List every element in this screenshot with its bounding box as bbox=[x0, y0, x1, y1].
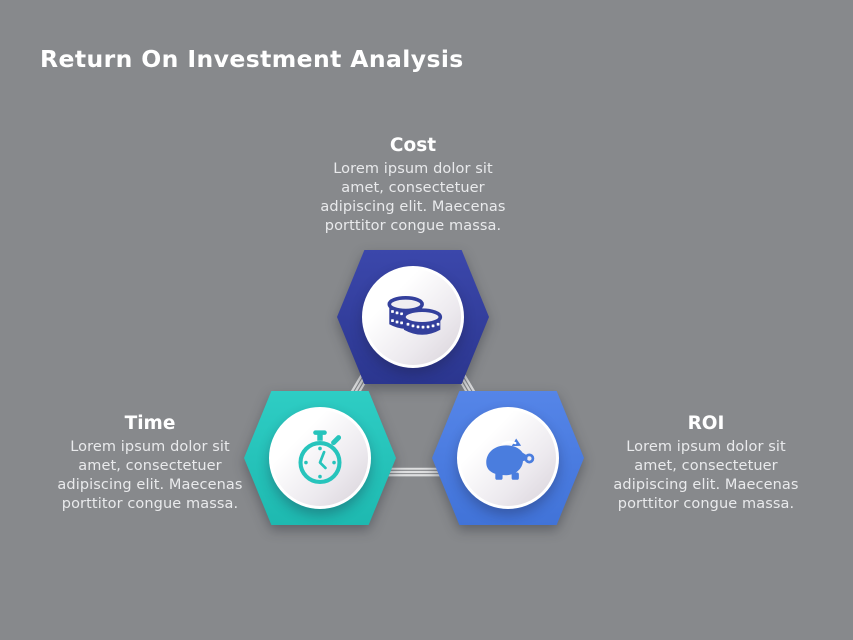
cost-hexagon bbox=[337, 250, 489, 384]
roi-description: Lorem ipsum dolor sit amet, consectetuer… bbox=[613, 439, 799, 512]
roi-heading: ROI bbox=[687, 413, 725, 434]
roi-hexagon-shape bbox=[432, 391, 584, 525]
cost-heading: Cost bbox=[389, 135, 437, 156]
cost-description: Lorem ipsum dolor sit amet, consectetuer… bbox=[320, 161, 506, 234]
piggy-bank-icon bbox=[486, 438, 535, 480]
time-hexagon bbox=[244, 391, 396, 525]
time-heading: Time bbox=[124, 413, 176, 434]
time-hexagon-shape bbox=[244, 391, 396, 525]
time-description: Lorem ipsum dolor sit amet, consectetuer… bbox=[57, 439, 243, 512]
cost-hexagon-shape bbox=[337, 250, 489, 384]
roi-hexagon bbox=[432, 391, 584, 525]
cost-text-block: Cost Lorem ipsum dolor sit amet, consect… bbox=[293, 135, 533, 236]
time-text-block: Time Lorem ipsum dolor sit amet, consect… bbox=[30, 413, 270, 514]
page-title: Return On Investment Analysis bbox=[40, 45, 464, 73]
roi-icon-circle bbox=[457, 407, 559, 509]
roi-text-block: ROI Lorem ipsum dolor sit amet, consecte… bbox=[586, 413, 826, 514]
cost-icon-circle bbox=[362, 266, 464, 368]
time-icon-circle bbox=[269, 407, 371, 509]
coins-icon bbox=[387, 296, 443, 335]
stopwatch-icon bbox=[298, 430, 342, 485]
